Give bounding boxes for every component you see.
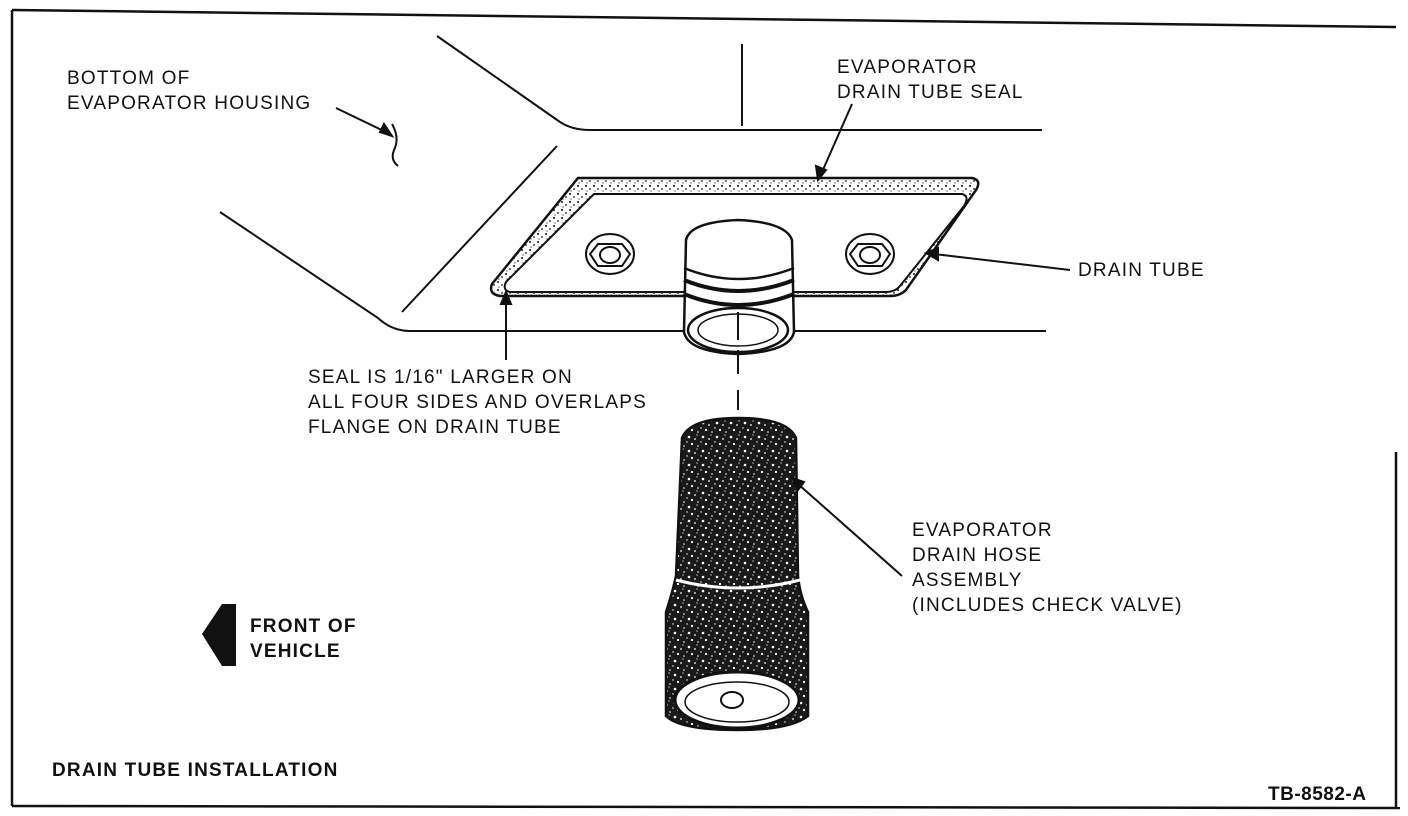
- figure-border: [10, 8, 1401, 810]
- seal-label-line-1: EVAPORATOR: [837, 57, 978, 78]
- seal-note-line-1: SEAL IS 1/16" LARGER ON: [308, 367, 573, 388]
- evaporator-housing: [219, 35, 1046, 332]
- housing-label: BOTTOM OF EVAPORATOR HOUSING: [67, 66, 311, 116]
- figure-id: TB-8582-A: [1268, 782, 1366, 807]
- bolt-left: [585, 233, 635, 275]
- drain-nipple: [682, 218, 796, 356]
- seal-note-label: SEAL IS 1/16" LARGER ON ALL FOUR SIDES A…: [308, 365, 647, 440]
- housing-label-line-2: EVAPORATOR HOUSING: [67, 93, 312, 114]
- drain-hose: [664, 416, 810, 732]
- hose-label-line-1: EVAPORATOR: [912, 520, 1053, 541]
- seal-note-line-2: ALL FOUR SIDES AND OVERLAPS: [308, 392, 647, 413]
- seal-label: EVAPORATOR DRAIN TUBE SEAL: [837, 55, 1024, 105]
- seal-note-line-3: FLANGE ON DRAIN TUBE: [308, 417, 562, 438]
- leader-lines: [335, 103, 1071, 577]
- figure-id-text: TB-8582-A: [1268, 784, 1367, 805]
- front-label-line-2: VEHICLE: [250, 641, 341, 662]
- drain-tube-label-text: DRAIN TUBE: [1078, 260, 1205, 281]
- hose-label-line-2: DRAIN HOSE: [912, 545, 1043, 566]
- hose-label-line-4: (INCLUDES CHECK VALVE): [912, 595, 1183, 616]
- hose-label-line-3: ASSEMBLY: [912, 570, 1023, 591]
- front-label-line-1: FRONT OF: [250, 616, 357, 637]
- seal-label-line-2: DRAIN TUBE SEAL: [837, 82, 1024, 103]
- front-of-vehicle-label: FRONT OF VEHICLE: [250, 614, 357, 664]
- drain-tube-flange: [489, 176, 980, 356]
- figure-caption-text: DRAIN TUBE INSTALLATION: [52, 760, 339, 781]
- front-arrow-icon: [202, 604, 236, 666]
- drain-tube-label: DRAIN TUBE: [1078, 258, 1205, 283]
- housing-label-line-1: BOTTOM OF: [67, 68, 191, 89]
- figure-caption: DRAIN TUBE INSTALLATION: [52, 758, 339, 783]
- hose-label: EVAPORATOR DRAIN HOSE ASSEMBLY (INCLUDES…: [912, 518, 1183, 618]
- bolt-right: [845, 233, 895, 275]
